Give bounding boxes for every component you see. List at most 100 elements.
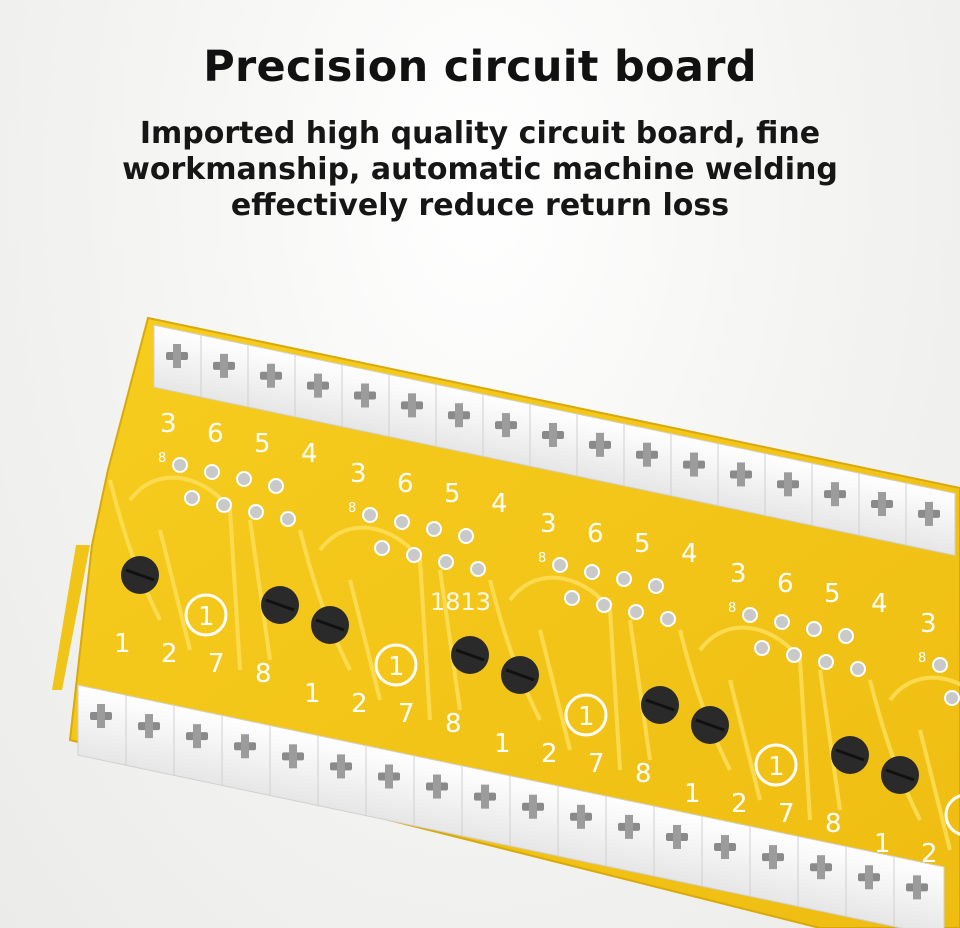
- pcb-number: 1: [874, 829, 891, 859]
- jack-modules: 3654811127836548111278181336548111278365…: [114, 409, 960, 869]
- terminal-slot: [557, 785, 609, 868]
- trace: [888, 675, 960, 702]
- pin1-marker-label: 1: [768, 752, 785, 782]
- pin-mark: 8: [918, 651, 926, 666]
- screw-slot: [645, 698, 675, 712]
- terminal-contact: [737, 462, 745, 487]
- terminal-slot: [811, 462, 862, 537]
- solder-pad: [660, 611, 676, 627]
- terminal-contact: [455, 403, 463, 428]
- pcb-number: 5: [444, 479, 461, 509]
- pcb-number: 8: [255, 659, 272, 689]
- terminal-slot: [482, 393, 533, 468]
- pin-mark: 8: [728, 601, 736, 616]
- terminal-slot: [670, 433, 721, 507]
- page-subtitle: Imported high quality circuit board, fin…: [122, 116, 838, 223]
- solder-pad: [426, 521, 442, 537]
- solder-pad: [932, 657, 948, 673]
- terminal-contact: [673, 824, 681, 849]
- pin-mark: 8: [158, 451, 166, 466]
- screw-slot: [265, 598, 295, 612]
- bottom-terminal-blocks: [77, 684, 945, 928]
- screw-slot: [455, 648, 485, 662]
- solder-pad: [648, 578, 664, 594]
- pcb-number: 7: [398, 699, 415, 729]
- terminal-contact: [193, 724, 201, 749]
- terminal-slot: [365, 745, 417, 827]
- solder-pad: [628, 604, 644, 620]
- pcb-number: 2: [351, 689, 368, 719]
- pcb-number: 3: [350, 459, 367, 489]
- terminal-contact: [831, 482, 839, 507]
- solder-pad: [596, 597, 612, 613]
- pcb-number: 1: [114, 629, 131, 659]
- terminal-contact: [337, 754, 345, 779]
- terminal-contact: [220, 353, 228, 378]
- trace: [438, 569, 462, 711]
- terminal-slot: [717, 442, 768, 517]
- solder-pad: [458, 528, 474, 544]
- pin1-marker: [374, 643, 418, 687]
- terminal-slot: [173, 704, 225, 787]
- pin1-marker: [754, 743, 798, 787]
- terminal-contact: [97, 704, 105, 728]
- pcb-number: 4: [681, 539, 698, 569]
- jack-module: 36548111278: [494, 509, 698, 789]
- pcb-number: 4: [301, 439, 318, 469]
- trace: [628, 619, 652, 761]
- terminal-slot: [77, 684, 129, 767]
- solder-pad: [172, 457, 188, 473]
- screw-slot: [695, 718, 725, 732]
- terminal-contact: [878, 492, 886, 517]
- screw-slot: [885, 768, 915, 782]
- trace: [918, 729, 952, 851]
- screw-slot: [835, 748, 865, 762]
- terminal-contact: [481, 784, 489, 809]
- solder-pad: [564, 590, 580, 606]
- solder-pad: [248, 504, 264, 520]
- pcb-number: 7: [208, 649, 225, 679]
- terminal-slot: [388, 373, 439, 448]
- terminal-contact: [577, 804, 585, 829]
- solder-pad: [774, 614, 790, 630]
- terminal-contact: [408, 393, 416, 418]
- screw-slot: [125, 568, 155, 582]
- pcb-number: 2: [731, 789, 748, 819]
- terminal-slot: [576, 413, 627, 487]
- terminal-contact: [643, 442, 651, 467]
- terminal-contact: [267, 363, 275, 388]
- terminal-contact: [625, 814, 633, 839]
- terminal-contact: [925, 501, 933, 526]
- trace: [158, 529, 192, 651]
- solder-pad: [818, 654, 834, 670]
- pin-mark: 8: [538, 551, 546, 566]
- terminal-contact: [549, 422, 557, 447]
- trace: [538, 629, 572, 751]
- terminal-slot: [905, 482, 956, 556]
- terminal-contact: [529, 794, 537, 819]
- terminal-slot: [509, 775, 561, 857]
- pcb-number: 1: [684, 779, 701, 809]
- terminal-contact: [502, 413, 510, 438]
- pcb-notch: [52, 545, 90, 690]
- terminal-slot: [893, 855, 945, 928]
- terminal-contact: [361, 383, 369, 408]
- terminal-contact: [865, 865, 873, 890]
- board-code: 1813: [430, 588, 491, 616]
- screw-slot: [505, 668, 535, 682]
- pcb-number: 8: [445, 709, 462, 739]
- pcb-number: 5: [254, 429, 271, 459]
- solder-pad: [838, 628, 854, 644]
- terminal-slot: [221, 714, 273, 797]
- terminal-slot: [461, 765, 513, 847]
- terminal-slot: [529, 403, 580, 478]
- terminal-slot: [435, 383, 486, 458]
- solder-pad: [280, 511, 296, 527]
- terminal-slot: [413, 755, 465, 837]
- pin1-marker-label: 1: [198, 602, 215, 632]
- pin1-marker-label: 1: [578, 702, 595, 732]
- pcb-number: 2: [541, 739, 558, 769]
- top-terminal-blocks: [153, 324, 956, 556]
- terminal-slot: [269, 724, 321, 807]
